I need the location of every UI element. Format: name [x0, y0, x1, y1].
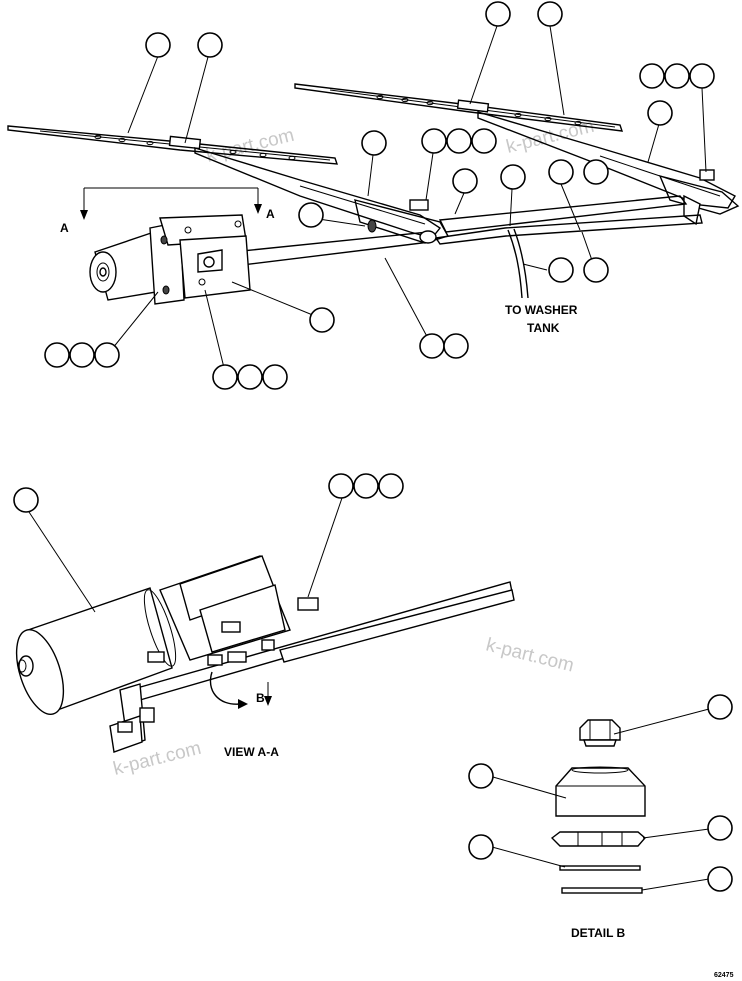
detail-b-marker: B — [256, 691, 265, 705]
right-wiper-arm — [477, 111, 740, 226]
detail-b-assembly — [550, 719, 646, 894]
linkage-tube — [434, 195, 703, 245]
section-label-a-left: A — [60, 221, 69, 235]
section-indicator-a — [80, 187, 262, 220]
detail-b-leader-lines — [491, 708, 710, 891]
watermark: k-part.com — [484, 634, 576, 676]
view-aa-label: VIEW A-A — [224, 745, 279, 759]
washer-hose — [507, 228, 529, 299]
washer-tank-label-line1: TO WASHER — [505, 303, 578, 317]
washer-tank-label-line2: TANK — [527, 321, 560, 335]
section-label-a-right: A — [266, 207, 275, 221]
top-callouts — [44, 1, 715, 390]
left-wiper-blade — [7, 125, 339, 165]
view-aa-assembly — [15, 555, 515, 753]
view-aa-leader-lines — [28, 497, 343, 613]
wiper-motor — [89, 214, 251, 305]
drawing-number: 62475 — [714, 972, 734, 979]
detail-b-callouts — [468, 694, 733, 892]
view-aa-callouts — [13, 473, 404, 513]
right-wiper-blade — [294, 83, 624, 132]
top-leader-lines — [107, 25, 707, 377]
detail-b-label: DETAIL B — [571, 926, 626, 940]
